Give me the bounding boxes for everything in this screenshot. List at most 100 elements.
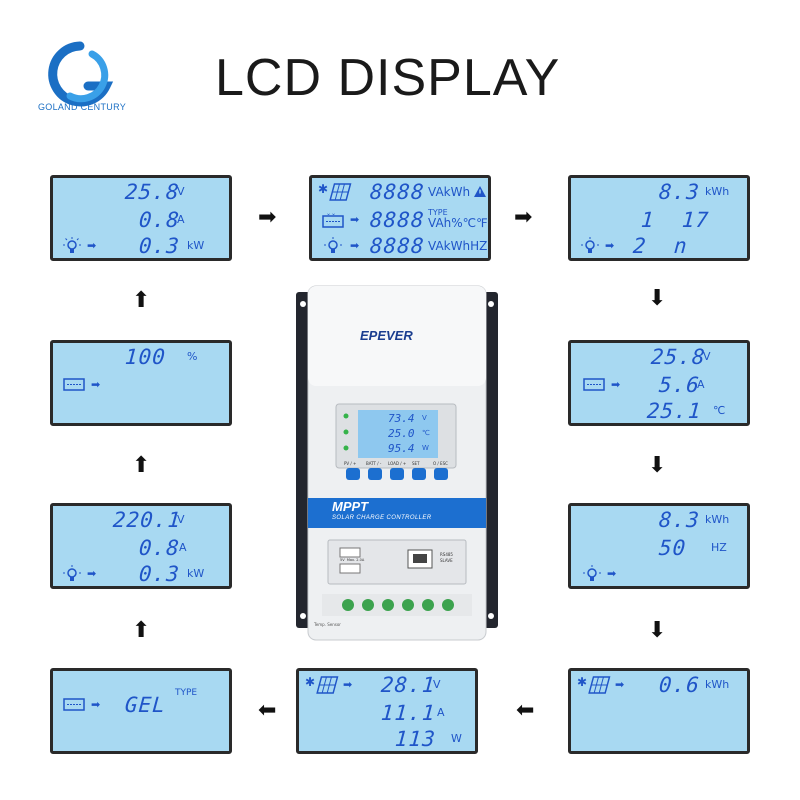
screen-unit-3: W — [422, 444, 429, 452]
value-energy: 8.3 — [658, 180, 701, 204]
button-label-set: SET — [412, 461, 420, 466]
arrow-right-icon: ➡ — [514, 205, 533, 230]
unit-current: A — [437, 706, 445, 719]
arrow-up-icon: ⬆ — [132, 618, 151, 643]
value-temperature: 25.1 — [646, 399, 703, 423]
value-date: 1 17 — [640, 208, 711, 232]
temp-sensor-label: Temp. Sensor — [314, 622, 341, 627]
unit-temperature: ℃ — [713, 404, 726, 417]
unit-energy: kWh — [705, 513, 730, 526]
unit-power: W — [451, 732, 462, 745]
button-pv[interactable] — [346, 468, 360, 480]
unit-current: A — [177, 213, 185, 226]
value-current: 0.8 — [138, 536, 181, 560]
device-screen: 73.4 V 25.0 ℃ 95.4 W — [358, 410, 438, 458]
lcd-panel-load-status: 220.1 V 0.8 A ➡ 0.3 kW — [50, 503, 232, 589]
button-label-pv: PV / + — [344, 461, 357, 466]
flow-arrow-icon: ➡ — [611, 378, 621, 391]
svg-text:✱: ✱ — [318, 182, 328, 196]
svg-text:⌄⌄: ⌄⌄ — [326, 210, 336, 217]
flow-arrow-icon: ➡ — [350, 239, 360, 252]
unit-energy: kWh — [705, 185, 730, 198]
arrow-up-icon: ⬆ — [132, 288, 151, 313]
screen-value-1: 73.4 — [388, 412, 415, 425]
lcd-panel-pv-power: 25.8 V 0.8 A ➡ 0.3 kW — [50, 175, 232, 261]
value-current: 0.8 — [138, 208, 181, 232]
flow-arrow-icon: ➡ — [343, 678, 353, 691]
unit-voltage: V — [177, 185, 185, 198]
arrow-left-icon: ⬅ — [516, 698, 535, 723]
button-batt[interactable] — [368, 468, 382, 480]
value-current: 11.1 — [380, 701, 437, 725]
bulb-icon — [581, 237, 599, 253]
value-current: 5.6 — [658, 373, 701, 397]
arrow-up-icon: ⬆ — [132, 453, 151, 478]
flow-arrow-icon: ➡ — [607, 567, 617, 580]
value-soc: 100 — [124, 345, 167, 369]
button-load[interactable] — [390, 468, 404, 480]
value-energy: 8.3 — [658, 508, 701, 532]
slave-label: SLAVE — [440, 558, 453, 563]
button-set[interactable] — [412, 468, 426, 480]
usb-note: 5V Max. 2.0A — [340, 558, 365, 562]
unit-frequency: HZ — [711, 541, 727, 554]
label-type: TYPE — [175, 688, 198, 698]
flow-arrow-icon: ➡ — [615, 678, 625, 691]
bulb-icon — [63, 237, 81, 253]
flow-arrow-icon: ➡ — [91, 698, 101, 711]
flow-arrow-icon: ➡ — [91, 378, 101, 391]
button-esc[interactable] — [434, 468, 448, 480]
band-subtitle: SOLAR CHARGE CONTROLLER — [332, 515, 432, 521]
value-power: 0.3 — [138, 562, 181, 586]
screen-value-2: 25.0 — [388, 427, 415, 440]
value-energy: 0.6 — [658, 673, 701, 697]
battery-icon — [63, 378, 85, 391]
segment-test-row1: 8888 — [369, 180, 426, 204]
arrow-down-icon: ⬇ — [648, 618, 667, 643]
arrow-down-icon: ⬇ — [648, 453, 667, 478]
arrow-down-icon: ⬇ — [648, 286, 667, 311]
screen-unit-1: V — [422, 414, 427, 422]
flow-arrow-icon: ➡ — [87, 567, 97, 580]
arrow-right-icon: ➡ — [258, 205, 277, 230]
goland-century-logo — [48, 41, 114, 107]
unit-voltage: V — [703, 350, 711, 363]
value-voltage: 25.8 — [650, 345, 707, 369]
value-battery-type: GEL — [124, 693, 167, 717]
button-label-batt: BATT / - — [366, 461, 382, 466]
logo-text: GOLAND CENTURY — [37, 102, 127, 112]
unit-row1: VAkWh — [428, 185, 471, 199]
unit-voltage: V — [433, 678, 441, 691]
bulb-icon — [63, 565, 81, 581]
value-voltage: 28.1 — [380, 673, 437, 697]
lcd-panel-battery-status: 25.8 V ➡ 5.6 A 25.1 ℃ — [568, 340, 750, 426]
solar-panel-icon: ✱ — [577, 675, 611, 694]
screen-unit-2: ℃ — [422, 429, 430, 437]
solar-panel-icon: ✱ — [305, 675, 339, 694]
unit-current: A — [179, 541, 187, 554]
lcd-panel-energy-date: 8.3 kWh 1 17 ➡ 2 n — [568, 175, 750, 261]
solar-panel-icon: ✱ — [318, 182, 352, 201]
unit-row3: VAkWhHZ — [428, 239, 488, 253]
rs485-label: RS485 — [440, 552, 453, 557]
warning-icon — [474, 186, 486, 197]
unit-voltage: V — [177, 513, 185, 526]
band-title: MPPT — [332, 499, 369, 514]
segment-test-row3: 8888 — [369, 234, 426, 258]
segment-test-row2: 8888 — [369, 208, 426, 232]
lcd-panel-pv-energy: ✱ ➡ 0.6 kWh — [568, 668, 750, 754]
unit-power: kW — [187, 567, 205, 580]
lcd-panel-load-energy: 8.3 kWh 50 HZ ➡ — [568, 503, 750, 589]
lcd-panel-all-segments: ✱ 8888 VAkWh ⌄⌄ ➡ 8888 TYPE VAh%℃℉ ➡ 888… — [309, 175, 491, 261]
value-power: 0.3 — [138, 234, 181, 258]
battery-icon: ⌄⌄ — [322, 210, 344, 228]
unit-current: A — [697, 378, 705, 391]
flow-arrow-icon: ➡ — [350, 213, 360, 226]
unit-row2: VAh%℃℉ — [428, 216, 488, 230]
lcd-panel-battery-type: ➡ GEL TYPE — [50, 668, 232, 754]
bulb-icon — [583, 565, 601, 581]
button-label-load: LOAD / + — [388, 461, 407, 466]
lcd-panel-battery-soc: 100 % ➡ — [50, 340, 232, 426]
flow-arrow-icon: ➡ — [87, 239, 97, 252]
battery-icon — [583, 378, 605, 391]
